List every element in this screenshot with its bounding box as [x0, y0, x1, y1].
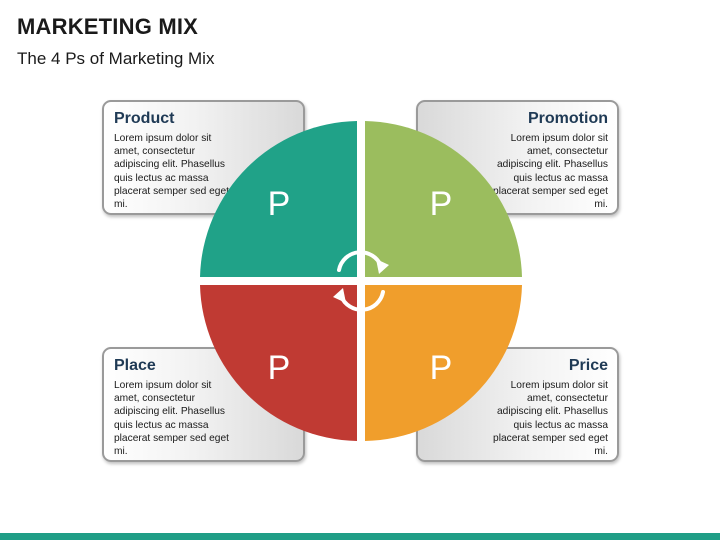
footer-bar — [0, 533, 720, 540]
promotion-heading: Promotion — [528, 110, 608, 127]
promotion-quadrant — [365, 121, 522, 277]
page-title: MARKETING MIX — [17, 14, 199, 39]
cycle-arrows-icon — [333, 250, 389, 312]
price-letter: P — [430, 349, 453, 387]
price-heading: Price — [568, 357, 608, 374]
page-subtitle: The 4 Ps of Marketing Mix — [17, 49, 215, 68]
place-description: Lorem ipsum dolor sit amet, consectetur … — [114, 380, 229, 458]
product-quadrant — [200, 121, 357, 277]
product-heading: Product — [114, 110, 175, 127]
place-heading: Place — [114, 357, 156, 374]
price-description: Lorem ipsum dolor sit amet, consectetur … — [493, 380, 608, 458]
product-description: Lorem ipsum dolor sit amet, consectetur … — [114, 133, 229, 211]
product-card: Product Lorem ipsum dolor sit amet, cons… — [102, 100, 305, 215]
product-letter: P — [268, 185, 291, 223]
place-quadrant — [200, 285, 357, 441]
place-letter: P — [268, 349, 291, 387]
price-quadrant — [365, 285, 522, 441]
promotion-description: Lorem ipsum dolor sit amet, consectetur … — [493, 133, 608, 211]
promotion-letter: P — [430, 185, 453, 223]
